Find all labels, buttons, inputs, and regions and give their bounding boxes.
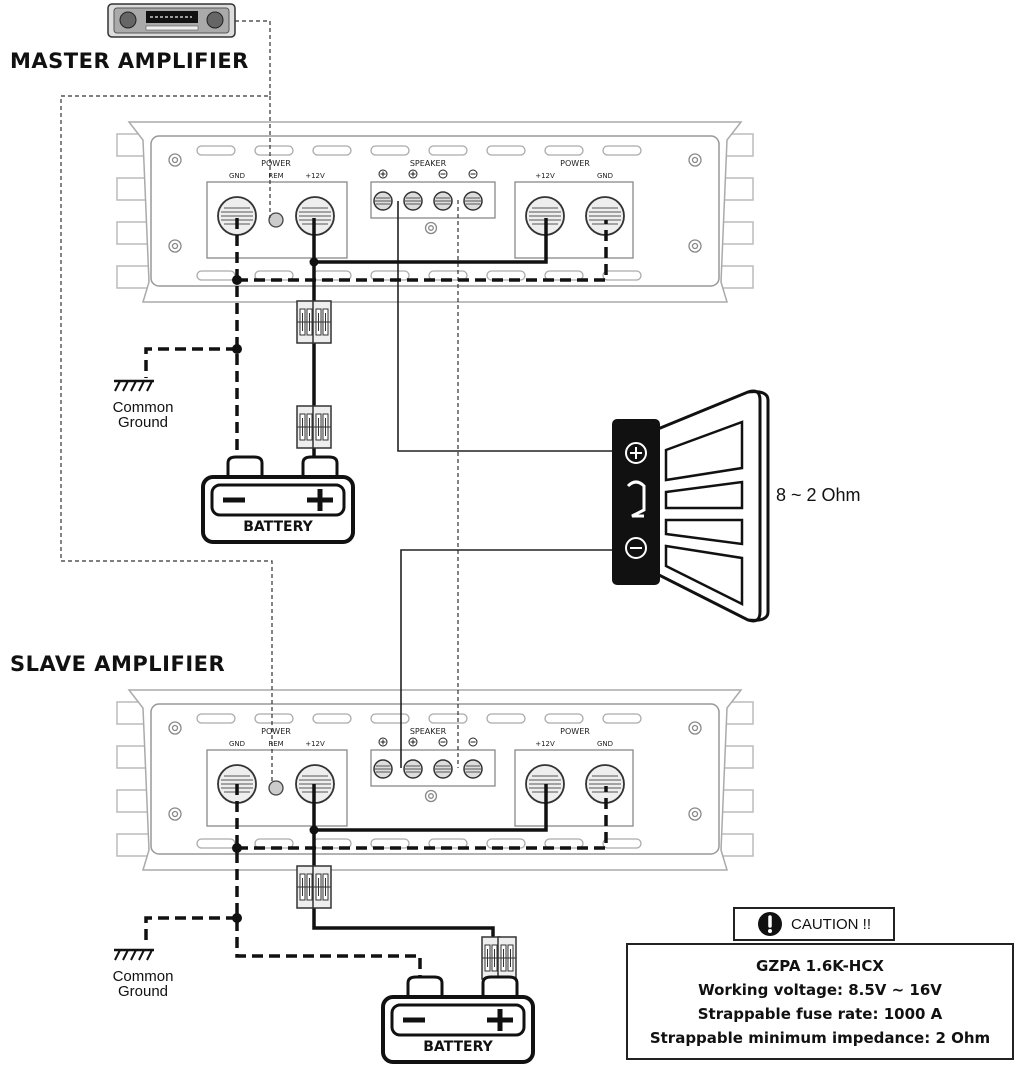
terminal-label: +12V [305, 172, 325, 180]
caution-min-impedance: Strappable minimum impedance: 2 Ohm [649, 1028, 991, 1047]
battery-label-master: BATTERY [243, 519, 313, 535]
master-amplifier [116, 121, 754, 303]
fuse-icon [296, 300, 332, 344]
subwoofer-icon [612, 389, 770, 623]
slave-amplifier [116, 689, 754, 871]
power-label-left: POWER [261, 727, 291, 736]
terminal-label: GND [229, 172, 245, 180]
terminal-label: GND [597, 740, 613, 748]
caution-exclamation-icon [757, 912, 782, 936]
caution-header: CAUTION !! [733, 907, 895, 941]
battery-label-slave: BATTERY [423, 1039, 493, 1055]
terminal-label: +12V [305, 740, 325, 748]
caution-title: CAUTION !! [790, 915, 871, 933]
power-label-left: POWER [261, 159, 291, 168]
caution-box: GZPA 1.6K-HCX Working voltage: 8.5V ~ 16… [626, 943, 1014, 1060]
caution-fuse-rate: Strappable fuse rate: 1000 A [697, 1004, 943, 1023]
head-unit-icon [107, 3, 236, 38]
terminal-label: REM [268, 172, 283, 180]
ground-symbol-icon [112, 948, 156, 962]
speaker-label: SPEAKER [410, 727, 447, 736]
power-label-right: POWER [560, 159, 590, 168]
master-amplifier-title: MASTER AMPLIFIER [10, 49, 249, 73]
ground-symbol-icon [112, 379, 156, 393]
caution-working-voltage: Working voltage: 8.5V ~ 16V [698, 980, 942, 999]
slave-amplifier-title: SLAVE AMPLIFIER [10, 652, 226, 676]
speaker-label: SPEAKER [410, 159, 447, 168]
terminal-label: +12V [535, 172, 555, 180]
terminal-label: REM [268, 740, 283, 748]
terminal-label: GND [597, 172, 613, 180]
caution-model: GZPA 1.6K-HCX [756, 956, 884, 975]
terminal-label: GND [229, 740, 245, 748]
fuse-icon [481, 936, 517, 980]
power-label-right: POWER [560, 727, 590, 736]
fuse-icon [296, 865, 332, 909]
speaker-impedance-label: 8 ~ 2 Ohm [776, 485, 861, 505]
fuse-icon [296, 405, 332, 449]
terminal-label: +12V [535, 740, 555, 748]
